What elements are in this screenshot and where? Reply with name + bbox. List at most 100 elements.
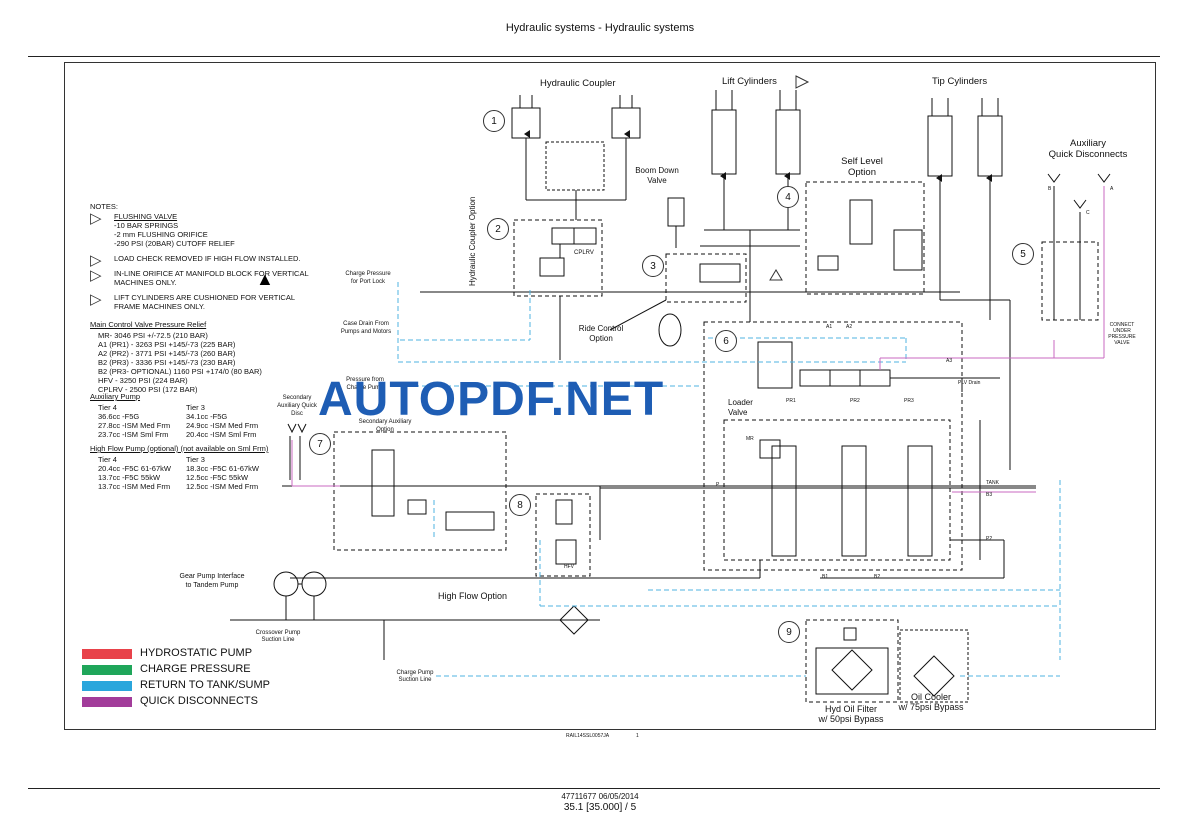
high-flow-col2-head: Tier 3 — [186, 455, 205, 464]
port-a-label: A — [1110, 186, 1114, 192]
relief-line: HFV - 3250 PSI (224 BAR) — [98, 376, 188, 385]
high-flow-cell: 12.5cc -ISM Med Frm — [186, 482, 259, 491]
callout-5: 5 — [1012, 243, 1034, 265]
port-b3-label: B3 — [986, 492, 993, 498]
note-marker-icon: ▷ — [90, 252, 102, 269]
callout-2: 2 — [487, 218, 509, 240]
aux-quick-disconnects-label: Auxiliary Quick Disconnects — [1048, 138, 1128, 160]
relief-line: A1 (PR1) - 3263 PSI +145/-73 (225 BAR) — [98, 340, 236, 349]
port-b2-label: B2 — [874, 574, 881, 580]
port-a1-label: A1 — [826, 324, 833, 330]
legend-label: RETURN TO TANK/SUMP — [140, 679, 270, 691]
schematic-frame — [64, 62, 1156, 730]
cplrv-label: CPLRV — [574, 250, 594, 256]
hfv-label: HFV — [564, 564, 574, 570]
note-item: ▷ FLUSHING VALVE -10 BAR SPRINGS -2 mm F… — [90, 210, 320, 248]
high-flow-col1-head: Tier 4 — [98, 455, 117, 464]
legend-swatch — [82, 665, 132, 675]
note-marker-icon: ▷ — [90, 210, 102, 227]
note-line: FLUSHING VALVE — [114, 212, 178, 221]
aux-pump-cell: 23.7cc -ISM Sml Frm — [98, 430, 169, 439]
footer-page-number: 35.1 [35.000] / 5 — [563, 802, 637, 813]
mouse-cursor-icon: ▲ — [256, 269, 274, 289]
plv-drain-label: PLV Drain — [958, 380, 981, 386]
connect-under-pressure-label: CONNECT UNDER PRESSURE VALVE — [1108, 322, 1136, 346]
drawing-sheet: 1 — [636, 733, 639, 739]
note-marker-icon: ▷ — [90, 267, 102, 284]
case-drain-label: Case Drain From Pumps and Motors — [340, 321, 392, 335]
note-item: ▷ LOAD CHECK REMOVED IF HIGH FLOW INSTAL… — [90, 253, 320, 268]
ride-control-option-label: Ride Control Option — [578, 324, 624, 343]
callout-8: 8 — [509, 494, 531, 516]
port-b-label: B — [1048, 186, 1052, 192]
tip-cylinders-label: Tip Cylinders — [932, 76, 988, 87]
drawing-ref: RAIL14SSL0057JA — [566, 733, 610, 739]
legend-label: QUICK DISCONNECTS — [140, 695, 258, 707]
callout-4: 4 — [777, 186, 799, 208]
notes-title: NOTES: — [90, 202, 118, 211]
self-level-option-label: Self Level Option — [841, 156, 883, 178]
note-line: -2 mm FLUSHING ORIFICE — [114, 230, 208, 239]
boom-down-valve-label: Boom Down Valve — [635, 166, 679, 185]
header-rule — [28, 56, 1160, 57]
pressure-charge-pump-label: Pressure from Charge Pump — [346, 377, 384, 391]
aux-pump-col2-head: Tier 3 — [186, 403, 205, 412]
legend-label: CHARGE PRESSURE — [140, 663, 251, 675]
secondary-aux-option-label: Secondary Auxiliary Option — [358, 419, 412, 433]
note-line: -290 PSI (20BAR) CUTOFF RELIEF — [114, 239, 235, 248]
hyd-oil-filter-label: Hyd Oil Filter w/ 50psi Bypass — [818, 704, 884, 724]
hydraulic-coupler-label: Hydraulic Coupler — [540, 78, 616, 89]
pr2-label: PR2 — [850, 398, 860, 404]
legend-swatch — [82, 697, 132, 707]
note-line: MACHINES ONLY. — [114, 278, 177, 287]
note-item: ▷ LIFT CYLINDERS ARE CUSHIONED FOR VERTI… — [90, 291, 320, 311]
high-flow-cell: 18.3cc -F5C 61-67kW — [186, 464, 259, 473]
secondary-aux-disc-label: Secondary Auxiliary Quick Disc — [277, 395, 317, 417]
high-flow-cell: 13.7cc -F5C 55kW — [98, 473, 161, 482]
note-line: -10 BAR SPRINGS — [114, 221, 179, 230]
high-flow-cell: 12.5cc -F5C 55kW — [186, 473, 249, 482]
note-line: LIFT CYLINDERS ARE CUSHIONED FOR VERTICA… — [114, 293, 296, 302]
note-marker-icon: ▷ — [90, 291, 102, 308]
callout-9: 9 — [778, 621, 800, 643]
tank-port-label: TANK — [986, 480, 999, 486]
high-flow-cell: 20.4cc -F5C 61-67kW — [98, 464, 171, 473]
lift-cylinders-label: Lift Cylinders — [722, 76, 777, 87]
callout-3: 3 — [642, 255, 664, 277]
aux-pump-cell: 24.9cc -ISM Med Frm — [186, 421, 259, 430]
notes-list: ▷ FLUSHING VALVE -10 BAR SPRINGS -2 mm F… — [90, 210, 320, 317]
legend-swatch — [82, 681, 132, 691]
legend-label: HYDROSTATIC PUMP — [140, 647, 253, 659]
relief-list: MR- 3046 PSI +/-72.5 (210 BAR) A1 (PR1) … — [98, 331, 262, 394]
port-p2-label: P2 — [986, 536, 993, 542]
mr-label: MR — [746, 436, 754, 442]
high-flow-cell: 13.7cc -ISM Med Frm — [98, 482, 171, 491]
high-flow-pump-title: High Flow Pump (optional) (not available… — [90, 444, 269, 453]
aux-pump-title: Auxiliary Pump — [90, 392, 141, 401]
pr3-label: PR3 — [904, 398, 914, 404]
charge-pump-suction-label: Charge Pump Suction Line — [396, 670, 434, 683]
footer-doc-id: 47711677 06/05/2014 — [561, 792, 639, 801]
port-a2-label: A2 — [846, 324, 853, 330]
note-line: IN-LINE ORIFICE AT MANIFOLD BLOCK FOR VE… — [114, 269, 309, 278]
page-header-title: Hydraulic systems - Hydraulic systems — [505, 22, 695, 34]
port-c-label: C — [1086, 210, 1090, 216]
port-p-label: P — [716, 482, 720, 488]
hydraulic-coupler-option-label: Hydraulic Coupler Option — [468, 196, 477, 286]
aux-pump-cell: 36.6cc -F5G — [98, 412, 140, 421]
note-line: LOAD CHECK REMOVED IF HIGH FLOW INSTALLE… — [114, 254, 301, 263]
callout-7: 7 — [309, 433, 331, 455]
callout-6: 6 — [715, 330, 737, 352]
aux-pump-col1-head: Tier 4 — [98, 403, 117, 412]
relief-line: CPLRV - 2500 PSI (172 BAR) — [98, 385, 198, 394]
port-b1-label: B1 — [822, 574, 829, 580]
note-item: ▷ IN-LINE ORIFICE AT MANIFOLD BLOCK FOR … — [90, 267, 320, 287]
footer-rule — [28, 788, 1160, 789]
relief-line: B2 (PR3- OPTIONAL) 1160 PSI +174/0 (80 B… — [98, 367, 262, 376]
aux-pump-cell: 20.4cc -ISM Sml Frm — [186, 430, 257, 439]
aux-pump-cell: 27.8cc -ISM Med Frm — [98, 421, 171, 430]
port-a3-label: A3 — [946, 358, 953, 364]
charge-pressure-port-lock-label: Charge Pressure for Port Lock — [345, 271, 391, 285]
aux-pump-cell: 34.1cc -F5G — [186, 412, 228, 421]
